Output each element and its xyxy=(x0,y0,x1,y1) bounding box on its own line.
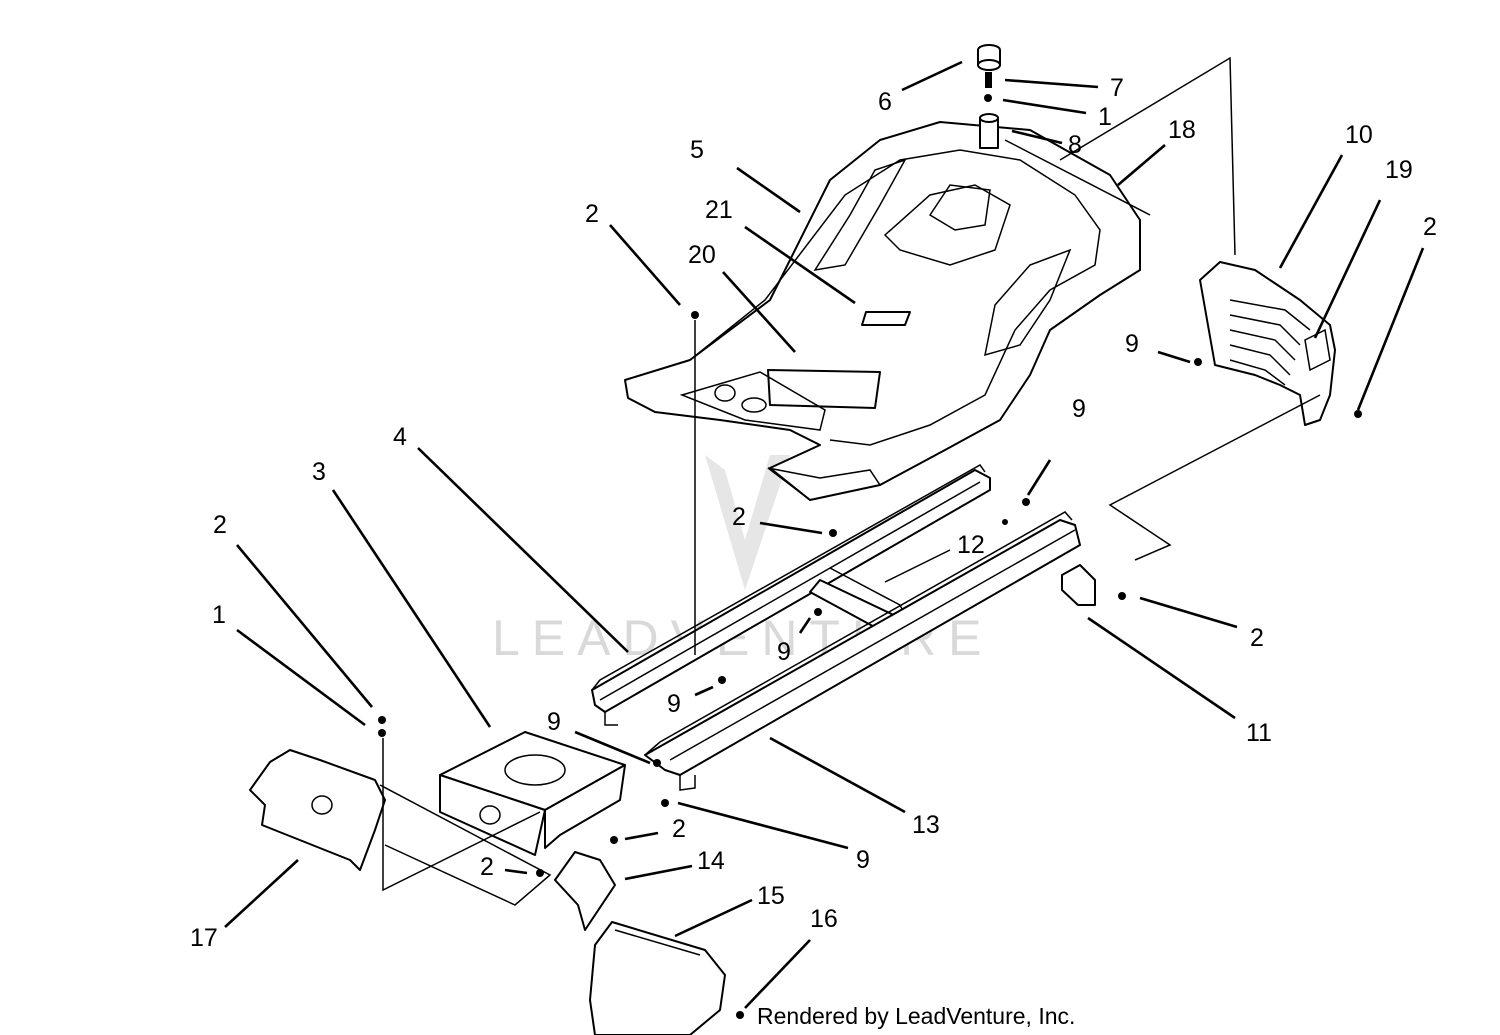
callout-2: 2 xyxy=(732,503,746,531)
callout-15: 15 xyxy=(757,882,785,910)
callout-20: 20 xyxy=(688,241,716,269)
callout-2: 2 xyxy=(672,815,686,843)
callout-12: 12 xyxy=(957,531,985,559)
callout-4: 4 xyxy=(393,423,407,451)
callout-3: 3 xyxy=(312,458,326,486)
fasteners xyxy=(378,79,1362,1019)
side-bracket xyxy=(1061,564,1096,606)
watermark-logo-icon xyxy=(705,455,790,590)
callout-16: 16 xyxy=(810,905,838,933)
rear-bracket xyxy=(1199,261,1336,426)
callout-1: 1 xyxy=(1098,103,1112,131)
callout-2: 2 xyxy=(585,200,599,228)
callout-21: 21 xyxy=(705,196,733,224)
callout-labels: 6 7 1 8 18 5 10 19 2 21 20 2 9 4 3 9 2 2… xyxy=(190,74,1437,952)
callout-2: 2 xyxy=(1250,624,1264,652)
callout-7: 7 xyxy=(1110,74,1124,102)
assembly-guide-line-3 xyxy=(379,738,552,906)
callout-14: 14 xyxy=(697,847,725,875)
callout-2: 2 xyxy=(480,853,494,881)
seat-pan xyxy=(624,121,1141,501)
callout-10: 10 xyxy=(1345,121,1373,149)
callout-9: 9 xyxy=(777,638,791,666)
seat-knob-assembly xyxy=(977,44,1001,149)
callout-9: 9 xyxy=(1125,330,1139,358)
callout-9: 9 xyxy=(1072,395,1086,423)
callout-13: 13 xyxy=(912,811,940,839)
seat-rod xyxy=(1004,139,1151,216)
frame-rail-main xyxy=(644,511,1081,791)
assembly-guide-line xyxy=(1059,56,1236,256)
callout-18: 18 xyxy=(1168,116,1196,144)
lower-bracket xyxy=(554,851,616,931)
callout-9: 9 xyxy=(547,708,561,736)
callout-17: 17 xyxy=(190,924,218,952)
lower-shield xyxy=(589,921,726,1035)
callout-11: 11 xyxy=(1246,719,1272,747)
callout-6: 6 xyxy=(878,88,892,116)
callout-1: 1 xyxy=(212,601,226,629)
leader-lines xyxy=(224,60,1425,1009)
front-axle-bracket xyxy=(249,749,386,871)
frame-rail-inner xyxy=(591,464,991,726)
callout-8: 8 xyxy=(1068,131,1082,159)
callout-5: 5 xyxy=(690,136,704,164)
callout-9: 9 xyxy=(667,690,681,718)
callout-2: 2 xyxy=(213,511,227,539)
callout-19: 19 xyxy=(1385,156,1413,184)
front-plate xyxy=(439,731,626,856)
credit-text: Rendered by LeadVenture, Inc. xyxy=(757,1003,1075,1029)
assembly-guide-line-2 xyxy=(1108,394,1321,561)
callout-2: 2 xyxy=(1423,213,1437,241)
callout-9: 9 xyxy=(856,846,870,874)
